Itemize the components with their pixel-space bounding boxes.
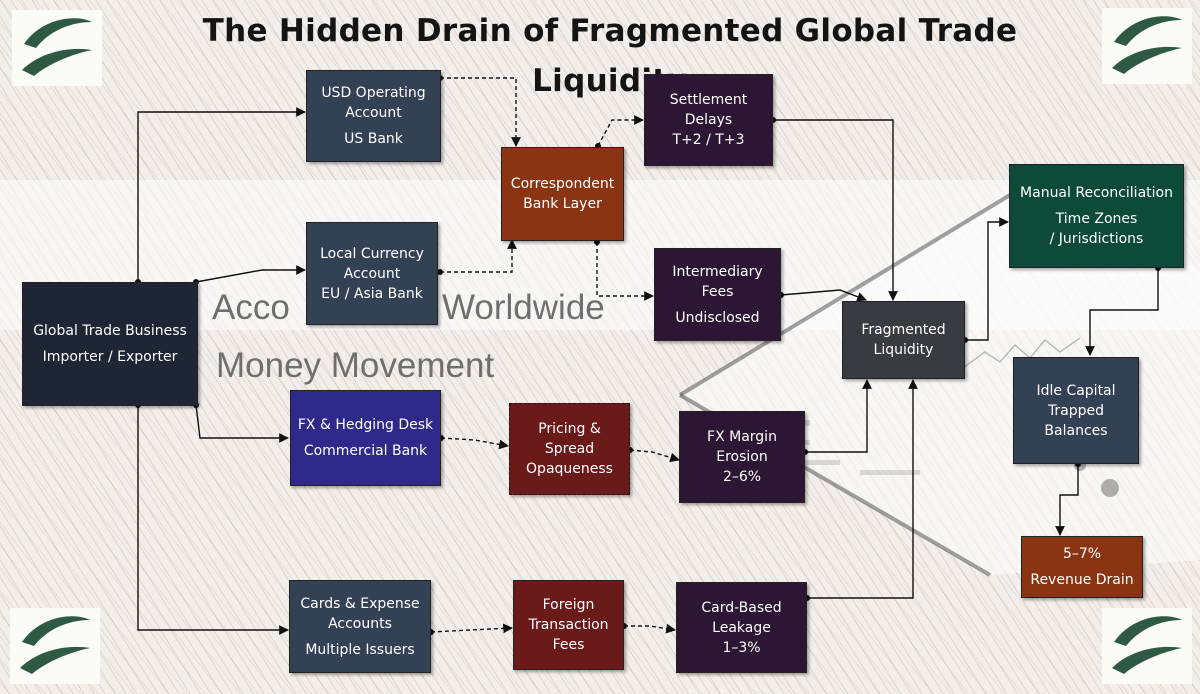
node-correspondent-bank-layer: Correspondent Bank Layer	[501, 147, 624, 241]
node-intermediary-line1: Intermediary	[672, 263, 763, 280]
node-settlement-sub: T+2 / T+3	[672, 132, 745, 148]
node-intermediary-sub: Undisclosed	[675, 309, 760, 326]
node-pricing-spread-opaqueness: Pricing & Spread Opaqueness	[509, 403, 630, 495]
node-local-line1: Local Currency	[320, 245, 424, 262]
node-idle-capital: Idle Capital Trapped Balances	[1013, 357, 1139, 464]
node-revenue-line1: 5–7%	[1062, 546, 1102, 562]
node-pricing-line2: Spread	[544, 441, 595, 457]
logo-bottom-left	[10, 608, 100, 684]
node-manual-sub2: / Jurisdictions	[1049, 231, 1144, 247]
node-fx-line1: FX & Hedging Desk	[297, 417, 434, 433]
node-cardleak-sub: 1–3%	[722, 639, 761, 656]
node-fxmargin-line2: Erosion	[716, 449, 768, 465]
node-foreign-transaction-fees: Foreign Transaction Fees	[513, 580, 624, 670]
node-cardleak-line2: Leakage	[712, 619, 771, 636]
node-intermediary-fees: Intermediary Fees Undisclosed	[654, 248, 781, 341]
logo-icon	[22, 18, 92, 76]
node-usd-line2: Account	[345, 105, 402, 121]
logo-icon	[1112, 16, 1182, 74]
node-global-trade-line2: Importer / Exporter	[42, 349, 178, 365]
logo-top-left	[12, 10, 102, 86]
page-title: The Hidden Drain of Fragmented Global Tr…	[202, 13, 1018, 99]
watermark-line1-end: Worldwide	[442, 288, 605, 327]
node-cards-expense-accounts: Cards & Expense Accounts Multiple Issuer…	[289, 580, 431, 673]
logo-icon	[1112, 616, 1182, 674]
node-fxmargin-sub: 2–6%	[722, 469, 762, 485]
node-fxmargin-line1: FX Margin	[707, 429, 777, 445]
node-fx-hedging-desk: FX & Hedging Desk Commercial Bank	[290, 390, 441, 486]
node-manual-line1: Manual Reconciliation	[1020, 185, 1173, 201]
node-idle-line2: Trapped	[1047, 402, 1105, 419]
node-cardleak-line1: Card-Based	[701, 599, 782, 616]
logo-bottom-right	[1102, 608, 1192, 684]
node-usd-line1: USD Operating	[321, 85, 426, 101]
node-manual-sub: Time Zones	[1055, 211, 1138, 227]
node-pricing-line3: Opaqueness	[526, 461, 613, 477]
node-foreign-line1: Foreign	[542, 597, 595, 613]
node-local-sub: EU / Asia Bank	[321, 285, 423, 302]
node-manual-reconciliation: Manual Reconciliation Time Zones / Juris…	[1009, 164, 1184, 268]
node-idle-line1: Idle Capital	[1036, 382, 1116, 399]
node-settlement-line2: Delays	[684, 112, 733, 128]
node-fx-sub: Commercial Bank	[303, 443, 428, 459]
node-settlement-delays: Settlement Delays T+2 / T+3	[644, 74, 773, 166]
node-revenue-drain: 5–7% Revenue Drain	[1021, 536, 1143, 598]
node-cards-sub: Multiple Issuers	[305, 641, 415, 658]
logo-top-right	[1102, 8, 1192, 84]
node-fragmented-line1: Fragmented	[861, 322, 946, 338]
node-local-line2: Account	[343, 265, 401, 282]
node-settlement-line1: Settlement	[669, 92, 748, 108]
watermark-line1-start: Acco	[212, 288, 290, 327]
node-local-currency-account: Local Currency Account EU / Asia Bank	[306, 222, 438, 325]
node-usd-sub: US Bank	[344, 131, 403, 147]
node-foreign-line2: Transaction	[528, 617, 609, 633]
node-foreign-line3: Fees	[552, 637, 585, 653]
node-correspondent-line2: Bank Layer	[523, 196, 602, 212]
node-correspondent-line1: Correspondent	[510, 176, 615, 192]
node-cards-line2: Accounts	[328, 615, 392, 632]
node-idle-line3: Balances	[1044, 422, 1108, 439]
watermark-line2: Money Movement	[216, 346, 495, 385]
logo-icon	[20, 616, 90, 674]
node-card-based-leakage: Card-Based Leakage 1–3%	[676, 582, 807, 673]
node-fx-margin-erosion: FX Margin Erosion 2–6%	[679, 411, 805, 503]
node-fragmented-liquidity: Fragmented Liquidity	[842, 301, 965, 379]
node-global-trade-line1: Global Trade Business	[33, 323, 187, 339]
node-pricing-line1: Pricing &	[538, 421, 601, 437]
node-global-trade-business: Global Trade Business Importer / Exporte…	[22, 282, 198, 406]
node-cards-line1: Cards & Expense	[300, 595, 420, 612]
node-intermediary-line2: Fees	[701, 283, 734, 300]
node-fragmented-line2: Liquidity	[873, 342, 934, 358]
node-usd-operating-account: USD Operating Account US Bank	[306, 70, 441, 162]
node-revenue-line2: Revenue Drain	[1030, 572, 1134, 588]
